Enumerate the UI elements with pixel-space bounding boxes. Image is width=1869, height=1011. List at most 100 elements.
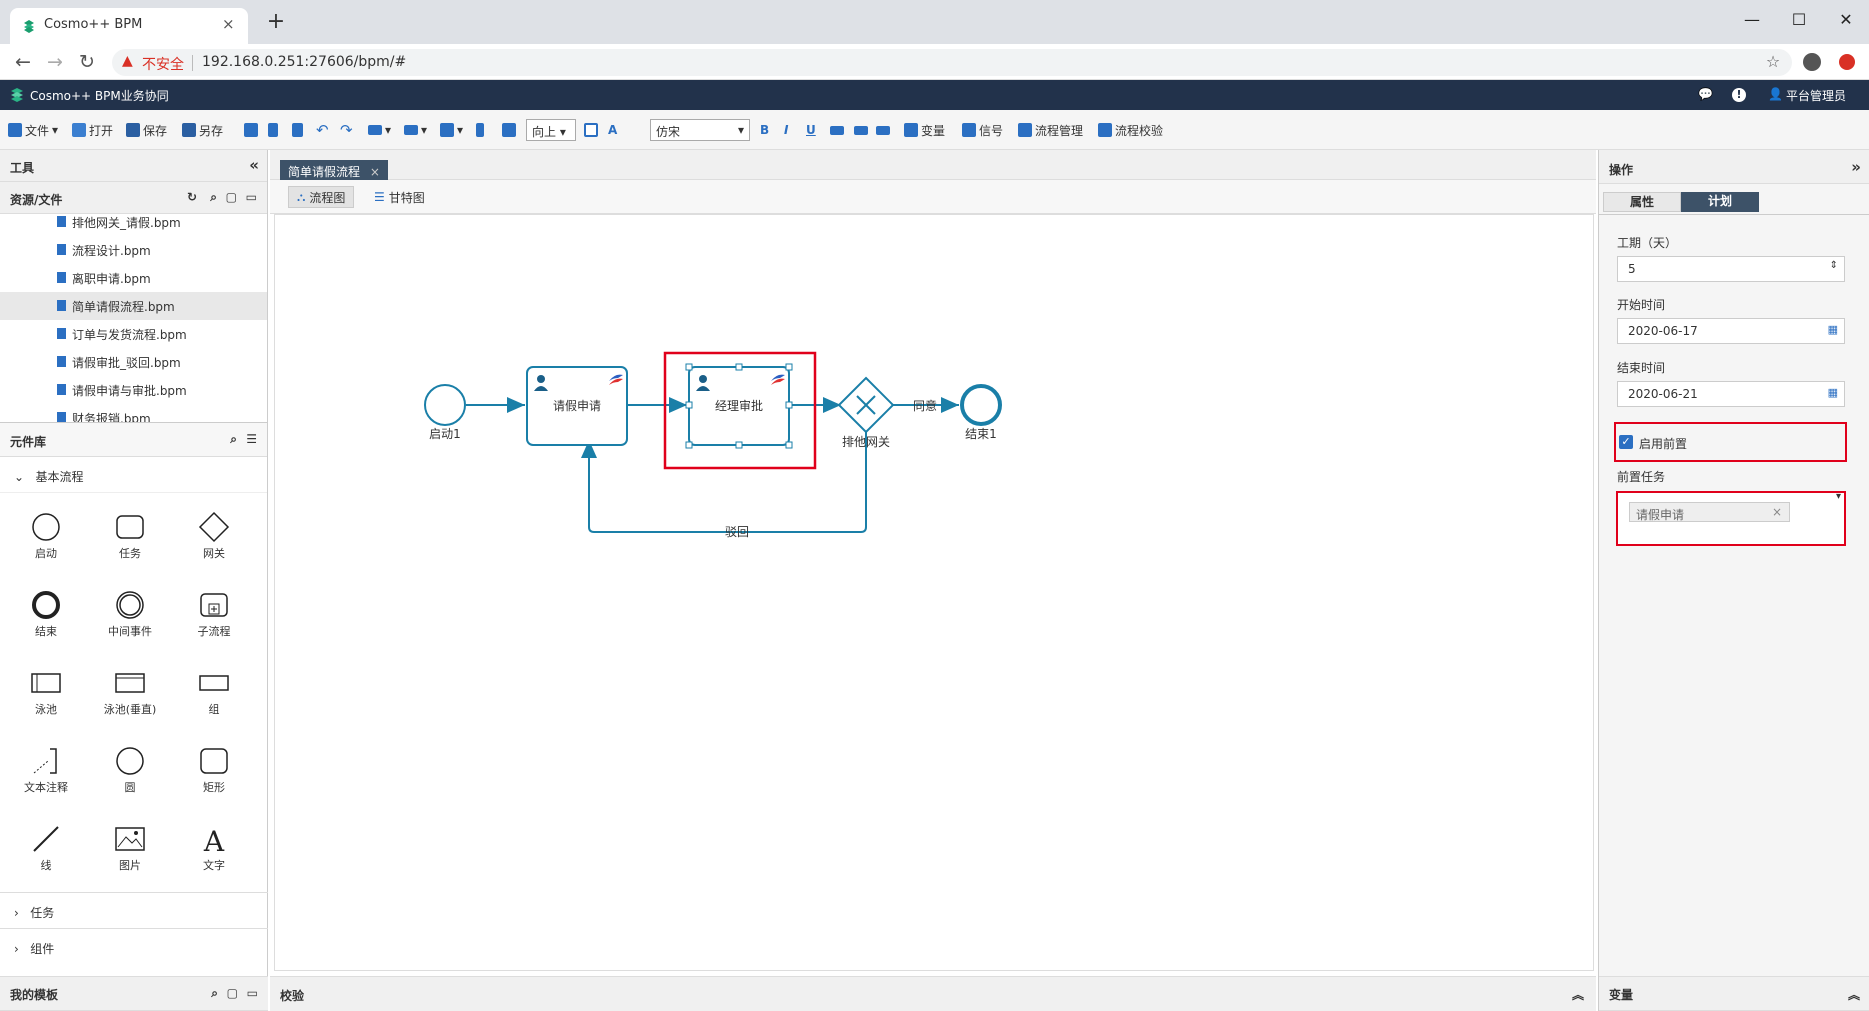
- variables-button[interactable]: 变量: [904, 120, 945, 140]
- align-left-icon[interactable]: [830, 120, 844, 140]
- signal-button[interactable]: 信号: [962, 120, 1003, 140]
- chat-icon[interactable]: 💬: [1698, 87, 1713, 101]
- font-color-icon[interactable]: A: [608, 123, 618, 137]
- palette-item-group[interactable]: 组: [172, 659, 256, 727]
- direction-select[interactable]: 向上 ▾: [526, 119, 576, 141]
- basic-group-header[interactable]: ⌄ 基本流程: [0, 457, 267, 493]
- new-folder-icon[interactable]: ▭: [246, 986, 258, 1000]
- palette-item-task[interactable]: 任务: [88, 503, 172, 571]
- align-center-icon[interactable]: [854, 120, 868, 140]
- end-date-field[interactable]: 2020-06-21▦: [1617, 381, 1845, 407]
- file-item[interactable]: 财务报销.bpm: [0, 404, 267, 422]
- save-button[interactable]: 保存: [126, 120, 167, 140]
- menu-icon[interactable]: ☰: [246, 432, 257, 446]
- refresh-icon[interactable]: ↻: [186, 190, 197, 204]
- bold-button[interactable]: B: [760, 123, 770, 137]
- stepper-icon[interactable]: ⇕: [1829, 260, 1838, 271]
- start-date-field[interactable]: 2020-06-17▦: [1617, 318, 1845, 344]
- flow-reject[interactable]: [581, 430, 867, 533]
- file-item[interactable]: 请假审批_驳回.bpm: [0, 348, 267, 376]
- align-icon[interactable]: ▾: [368, 120, 391, 140]
- palette-item-rectangle[interactable]: 矩形: [172, 737, 256, 805]
- file-item[interactable]: 简单请假流程.bpm: [0, 292, 267, 320]
- collapse-left-icon[interactable]: «: [249, 156, 259, 174]
- fill-icon[interactable]: [502, 120, 516, 140]
- file-menu[interactable]: 文件▾: [8, 120, 58, 140]
- reload-icon[interactable]: ↻: [79, 51, 95, 73]
- back-arrow-icon[interactable]: ←: [15, 51, 31, 73]
- enable-pre-checkbox[interactable]: ✓: [1619, 435, 1633, 449]
- pre-task-select[interactable]: 请假申请× ▾: [1616, 491, 1846, 546]
- redo-icon[interactable]: ↷: [340, 121, 353, 139]
- tab-gantt-chart[interactable]: ☰甘特图: [374, 190, 425, 205]
- search-icon[interactable]: ⌕: [230, 432, 237, 446]
- valign-icon[interactable]: ▾: [404, 120, 427, 140]
- save-as-button[interactable]: 另存: [182, 120, 223, 140]
- remove-chip-icon[interactable]: ×: [1771, 505, 1782, 519]
- extension-icon[interactable]: [1834, 49, 1860, 75]
- tab-properties[interactable]: 属性: [1603, 192, 1681, 212]
- underline-button[interactable]: U: [806, 123, 816, 137]
- expand-up-icon[interactable]: ︽: [1847, 988, 1860, 1002]
- file-item[interactable]: 订单与发货流程.bpm: [0, 320, 267, 348]
- duration-stepper[interactable]: 5⇕: [1617, 256, 1845, 282]
- palette-item-start-event[interactable]: 启动: [4, 503, 88, 571]
- palette-item-intermediate-event[interactable]: 中间事件: [88, 581, 172, 649]
- maximize-button[interactable]: ☐: [1791, 10, 1807, 29]
- browser-tab[interactable]: Cosmo++ BPM ×: [10, 8, 248, 44]
- selection-handles[interactable]: [685, 363, 793, 449]
- palette-item-gateway[interactable]: 网关: [172, 503, 256, 571]
- palette-item-pool[interactable]: 泳池: [4, 659, 88, 727]
- minimize-button[interactable]: —: [1744, 10, 1760, 29]
- user-name[interactable]: 平台管理员: [1786, 89, 1847, 103]
- close-icon[interactable]: ×: [369, 165, 380, 179]
- search-icon[interactable]: ⌕: [211, 986, 218, 1000]
- bookmark-star-icon[interactable]: ☆: [1765, 52, 1781, 71]
- tab-flow-chart[interactable]: ⛬流程图: [288, 186, 355, 208]
- align-right-icon[interactable]: [876, 120, 890, 140]
- palette-item-image[interactable]: 图片: [88, 815, 172, 883]
- file-item[interactable]: 请假申请与审批.bpm: [0, 376, 267, 404]
- url-field[interactable]: ▲ 不安全 192.168.0.251:27606/bpm/#: [112, 49, 1792, 76]
- expand-up-icon[interactable]: ︽: [1571, 988, 1584, 1002]
- end-event[interactable]: [960, 384, 1002, 426]
- new-tab-button[interactable]: +: [266, 9, 286, 34]
- info-icon[interactable]: !: [1732, 88, 1746, 102]
- diagram-canvas[interactable]: 启动1 请假申请 经理审批 排他网关 结束1 同意: [274, 214, 1594, 971]
- component-group-header[interactable]: › 组件: [0, 928, 268, 964]
- open-button[interactable]: 打开: [72, 120, 113, 140]
- copy-icon[interactable]: [292, 120, 303, 140]
- palette-item-end-event[interactable]: 结束: [4, 581, 88, 649]
- document-tab[interactable]: 简单请假流程 ×: [280, 160, 388, 180]
- undo-icon[interactable]: ↶: [316, 121, 329, 139]
- task-leave-request[interactable]: [526, 366, 628, 446]
- file-item[interactable]: 离职申请.bpm: [0, 264, 267, 292]
- calendar-icon[interactable]: ▦: [1827, 323, 1838, 336]
- file-item[interactable]: 流程设计.bpm: [0, 236, 267, 264]
- arrange-icon[interactable]: ▾: [440, 120, 463, 140]
- tab-plan[interactable]: 计划: [1681, 192, 1759, 212]
- window-close-button[interactable]: ✕: [1839, 10, 1853, 29]
- profile-icon[interactable]: [1799, 49, 1825, 75]
- search-icon[interactable]: ⌕: [210, 190, 217, 204]
- border-icon[interactable]: [584, 120, 598, 140]
- new-file-icon[interactable]: ▢: [225, 190, 237, 204]
- process-management-button[interactable]: 流程管理: [1018, 120, 1083, 140]
- cut-icon[interactable]: [268, 120, 278, 140]
- font-select[interactable]: 仿宋▾: [650, 119, 750, 141]
- palette-item-line[interactable]: 线: [4, 815, 88, 883]
- palette-item-pool-vertical[interactable]: 泳池(垂直): [88, 659, 172, 727]
- palette-item-circle[interactable]: 圆: [88, 737, 172, 805]
- dropdown-arrow-icon[interactable]: ▾: [1835, 491, 1841, 502]
- delete-icon[interactable]: [244, 120, 258, 140]
- calendar-icon[interactable]: ▦: [1827, 386, 1838, 399]
- process-check-button[interactable]: 流程校验: [1098, 120, 1163, 140]
- new-file-icon[interactable]: ▢: [226, 986, 238, 1000]
- close-tab-icon[interactable]: ×: [222, 15, 235, 33]
- new-folder-icon[interactable]: ▭: [245, 190, 257, 204]
- palette-item-subprocess[interactable]: 子流程: [172, 581, 256, 649]
- palette-item-text-annotation[interactable]: 文本注释: [4, 737, 88, 805]
- task-group-header[interactable]: › 任务: [0, 892, 268, 928]
- italic-button[interactable]: I: [784, 123, 789, 137]
